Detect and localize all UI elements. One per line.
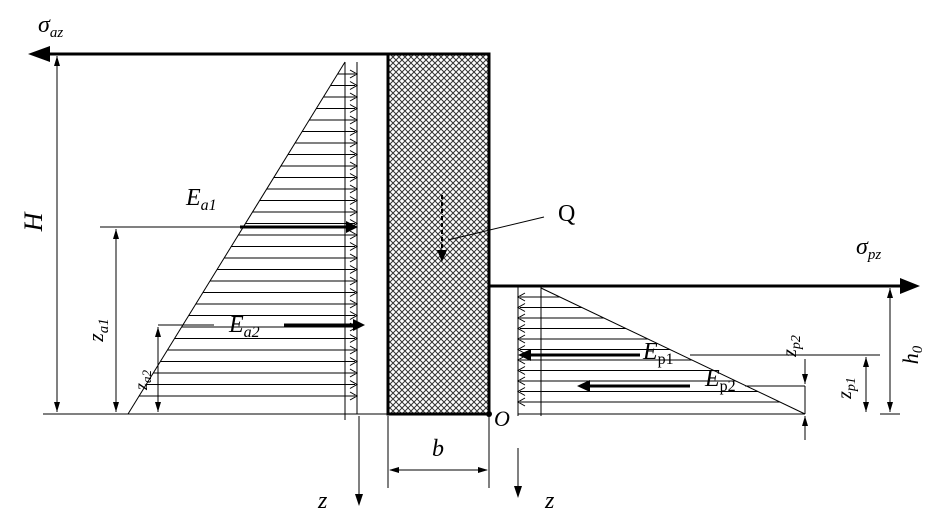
- active-hatch-arrowhead: [349, 242, 359, 251]
- active-hatch-arrowhead: [349, 161, 359, 171]
- active-hatch-arrowhead: [349, 357, 359, 366]
- active-hatch-arrowhead: [349, 81, 359, 90]
- active-hatch-arrowhead: [349, 230, 359, 240]
- active-hatch-arrowhead: [349, 138, 359, 148]
- zp1-arrow-bottom: [863, 402, 869, 412]
- active-hatch-arrowhead: [349, 207, 359, 217]
- passive-hatch-arrowhead: [516, 303, 526, 312]
- active-hatch-arrowhead: [349, 184, 359, 194]
- active-hatch-arrowhead: [349, 288, 359, 297]
- active-pressure-hatching: [139, 69, 359, 401]
- active-pressure-envelope: [127, 61, 346, 415]
- ep1-label: Ep1: [642, 339, 674, 368]
- active-hatch-arrowhead: [349, 276, 359, 286]
- active-hatch-arrowhead: [349, 391, 359, 401]
- origin-point: [486, 411, 492, 417]
- h0-arrow-bottom: [887, 402, 893, 412]
- active-hatch-arrowhead: [349, 127, 359, 136]
- z-label-left: z: [317, 488, 328, 514]
- passive-hatch-arrowhead: [516, 366, 526, 375]
- passive-hatch-arrowhead: [516, 355, 526, 365]
- h0-label: h0: [898, 345, 926, 364]
- b-arrow-right: [478, 467, 488, 473]
- za2-arrow-bottom: [155, 402, 161, 412]
- z-axis-right-arrowhead: [514, 486, 522, 498]
- z-axis-left-arrowhead: [355, 494, 363, 506]
- active-hatch-arrowhead: [349, 311, 359, 320]
- h-label: H: [19, 211, 48, 232]
- active-hatch-arrowhead: [349, 69, 359, 79]
- ep2-force-arrowhead: [577, 380, 590, 392]
- retaining-wall: [386, 52, 491, 416]
- za1-arrow-top: [113, 229, 119, 239]
- ea2-label: Ea2: [228, 312, 260, 341]
- sigma-az-label: σaz: [38, 12, 63, 41]
- active-hatch-arrowhead: [349, 253, 359, 263]
- zp2-label: zp2: [779, 335, 804, 358]
- passive-hatch-arrowhead: [516, 292, 526, 302]
- ea1-label: Ea1: [185, 185, 217, 214]
- active-hatch-arrowhead: [349, 380, 359, 389]
- q-label: Q: [558, 201, 575, 227]
- ep2-label: Ep2: [704, 366, 736, 395]
- zp2-arrow-top: [802, 374, 808, 384]
- passive-pressure-hatching: [516, 292, 780, 407]
- ea2-force-arrowhead: [353, 319, 365, 331]
- h-dim-arrow-top: [54, 56, 60, 66]
- b-label: b: [432, 436, 444, 462]
- active-hatch-arrowhead: [349, 334, 359, 343]
- active-hatch-arrowhead: [349, 92, 359, 102]
- zp2-arrow-bottom: [802, 416, 808, 426]
- q-leader-line: [447, 216, 545, 241]
- passive-pressure-envelope: [540, 287, 806, 415]
- active-hatch-arrowhead: [349, 345, 359, 355]
- active-hatch-arrowhead: [349, 115, 359, 125]
- ea1-force-arrowhead: [346, 221, 358, 233]
- za2-label: za2: [131, 369, 154, 391]
- sigma-az-arrowhead: [28, 46, 50, 62]
- passive-hatch-arrowhead: [516, 397, 526, 407]
- passive-hatch-arrowhead: [516, 313, 526, 323]
- za1-arrow-bottom: [113, 402, 119, 412]
- active-hatch-arrowhead: [349, 368, 359, 378]
- q-weight-arrowhead: [437, 250, 447, 262]
- active-hatch-arrowhead: [349, 196, 359, 205]
- origin-label: O: [494, 406, 510, 431]
- passive-hatch-arrowhead: [516, 334, 526, 344]
- h0-arrow-top: [887, 288, 893, 298]
- passive-hatch-arrowhead: [516, 345, 526, 354]
- sigma-pz-arrowhead: [900, 278, 920, 294]
- active-hatch-arrowhead: [349, 265, 359, 274]
- active-hatch-arrowhead: [349, 173, 359, 182]
- active-hatch-arrowhead: [349, 150, 359, 159]
- passive-hatch-arrowhead: [516, 387, 526, 396]
- sigma-pz-label: σpz: [856, 234, 881, 263]
- h-dim-arrow-bottom: [54, 402, 60, 412]
- b-arrow-left: [389, 467, 399, 473]
- active-hatch-arrowhead: [349, 104, 359, 113]
- ep1-force-arrowhead: [518, 349, 531, 361]
- zp1-arrow-top: [863, 357, 869, 367]
- active-hatch-arrowhead: [349, 299, 359, 309]
- passive-hatch-arrowhead: [516, 324, 526, 333]
- za2-arrow-top: [155, 327, 161, 337]
- za1-label: za1: [83, 318, 112, 343]
- zp1-label: zp1: [834, 377, 859, 400]
- z-label-right: z: [544, 488, 555, 514]
- passive-hatch-arrowhead: [516, 376, 526, 386]
